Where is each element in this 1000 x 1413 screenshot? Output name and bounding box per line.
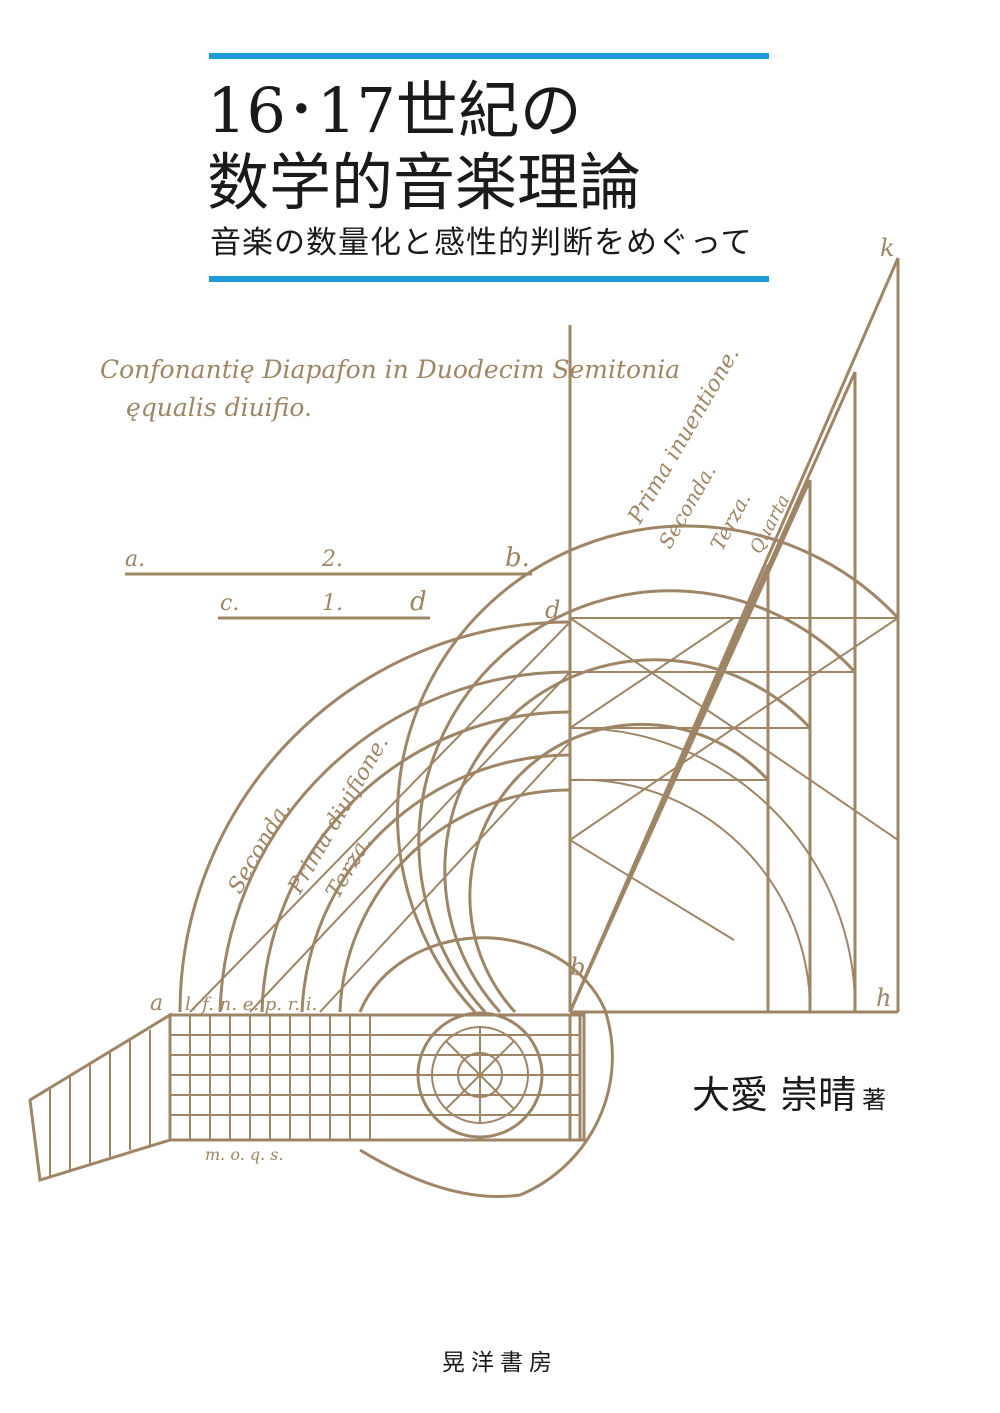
lute-fretboard bbox=[168, 1013, 582, 1142]
top-blue-rule bbox=[209, 53, 769, 59]
point-label-h: h bbox=[876, 984, 891, 1012]
bottom-blue-rule bbox=[209, 276, 769, 282]
point-label-a: a bbox=[150, 991, 163, 1016]
arc-left-1 bbox=[178, 620, 571, 1013]
author-suffix: 著 bbox=[862, 1086, 887, 1114]
fret-labels: l. f. n. e. p. r. i. bbox=[185, 994, 317, 1015]
lute-frets bbox=[189, 1015, 371, 1140]
segment-cd-mid-label: 1. bbox=[322, 591, 343, 616]
lute-strings bbox=[170, 1034, 580, 1116]
arc-right-4 bbox=[468, 722, 770, 1014]
author: 大愛 崇晴著 bbox=[692, 1064, 886, 1119]
caption-line-1: Confonantię Diapafon in Duodecim Semiton… bbox=[100, 355, 680, 384]
publisher: 晃洋書房 bbox=[442, 1350, 558, 1376]
lute-rosette-outer bbox=[416, 1011, 544, 1139]
point-label-k: k bbox=[880, 234, 895, 262]
title-line-1: 16･17世紀の bbox=[207, 74, 582, 147]
arc-left-4 bbox=[300, 753, 571, 1013]
segment-ab-right-label: b. bbox=[505, 543, 530, 573]
diagonal-left-1 bbox=[189, 621, 571, 1013]
arc-right-1 bbox=[396, 524, 900, 1014]
point-label-d: d bbox=[545, 596, 560, 624]
author-name: 大愛 崇晴 bbox=[692, 1073, 857, 1117]
diagonal-left-3 bbox=[319, 741, 571, 1013]
subtitle: 音楽の数量化と感性的判断をめぐって bbox=[210, 225, 753, 261]
arc-right-2 bbox=[417, 589, 857, 1014]
diagonal-quarta bbox=[568, 564, 770, 1013]
lute-rosette-pattern bbox=[432, 1027, 528, 1123]
diamond-net-2 bbox=[732, 617, 899, 841]
lute-body bbox=[358, 936, 614, 1199]
bottom-labels: m. o. q. s. bbox=[205, 1145, 284, 1164]
segment-ab-left-label: a. bbox=[125, 547, 145, 572]
title-line-2: 数学的音楽理論 bbox=[207, 146, 642, 219]
lute-pegbox bbox=[28, 1012, 172, 1182]
segment-ab-mid-label: 2. bbox=[321, 547, 343, 572]
arc-right-5 bbox=[569, 778, 812, 1013]
arc-right-3 bbox=[443, 658, 812, 1014]
caption-line-2: ęqualis diuifio. bbox=[126, 393, 312, 422]
segment-cd-left-label: c. bbox=[220, 591, 239, 616]
arc-left-2 bbox=[218, 670, 571, 1013]
segment-cd-right-label: d bbox=[410, 587, 427, 617]
lute-pegs bbox=[49, 1030, 151, 1176]
diamond-net-3 bbox=[569, 617, 735, 729]
arc-left-3 bbox=[260, 710, 571, 1013]
lute-bridge bbox=[568, 1013, 586, 1142]
arc-right-6 bbox=[569, 726, 857, 1013]
diagonal-left-2 bbox=[249, 671, 571, 1013]
point-label-b: b bbox=[570, 953, 585, 981]
